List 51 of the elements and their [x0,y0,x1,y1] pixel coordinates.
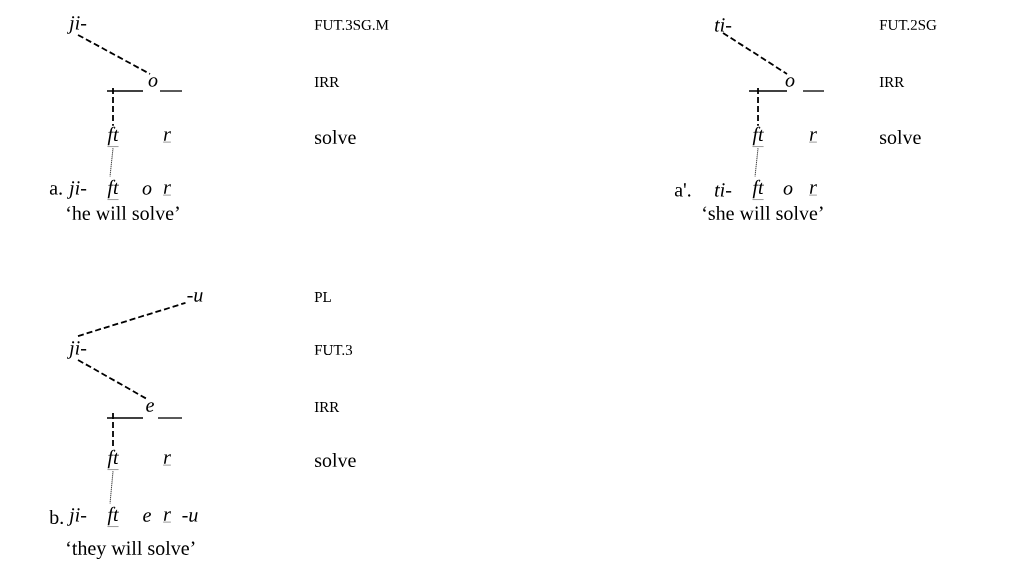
morpheme-label: r [162,454,172,466]
association-line [77,34,151,75]
text-label: ‘she will solve’ [703,205,823,221]
dotted-line [109,470,114,505]
morpheme: ji- [67,341,87,359]
morpheme: e [146,402,154,412]
morpheme-label: ji- [67,181,87,199]
morpheme: ft [107,179,119,200]
association-line [722,32,788,75]
morpheme-label: e [143,512,151,522]
text-label: ‘they will solve’ [67,540,195,560]
morpheme: ft [107,506,119,527]
morpheme: o [148,77,158,87]
text-label: b. [49,509,63,525]
text-label: solve [315,129,356,145]
morpheme-label: r [162,131,172,143]
morpheme: ft [107,126,119,147]
morpheme-label: ji- [67,508,87,526]
morpheme-label: r [162,184,172,196]
morpheme-label: -u [182,512,198,522]
morpheme: ti- [715,18,732,32]
text-label: ‘he will solve’ [67,205,179,221]
morpheme-label: r [808,184,818,196]
morpheme: ft [752,126,764,147]
text-label: a. [49,185,62,195]
dotted-line [754,147,759,178]
morpheme: o [785,77,795,87]
dotted-line [109,147,114,178]
gloss-label: FUT.3 [314,344,353,356]
association-line [77,302,187,337]
gloss-label: IRR [314,402,340,412]
gloss-label: IRR [314,77,340,87]
gloss-label: FUT.2SG [879,19,937,31]
morpheme-label: o [142,185,152,195]
morpheme-label: r [808,131,818,143]
morpheme: ft [752,179,764,200]
morpheme: ft [107,449,119,470]
morpheme-label: ti- [715,183,732,197]
gloss-label: PL [314,292,331,302]
text-label: a'. [674,183,691,197]
text-label: solve [880,129,921,145]
association-line [77,359,148,400]
morpheme-label: o [783,185,793,195]
morpheme-label: r [162,511,172,523]
text-label: solve [315,452,356,468]
association-line [757,87,759,127]
association-line [112,87,114,127]
morpheme: ji- [67,16,87,34]
morpheme: -u [187,292,203,302]
gloss-label: FUT.3SG.M [314,19,389,31]
gloss-label: IRR [879,77,905,87]
